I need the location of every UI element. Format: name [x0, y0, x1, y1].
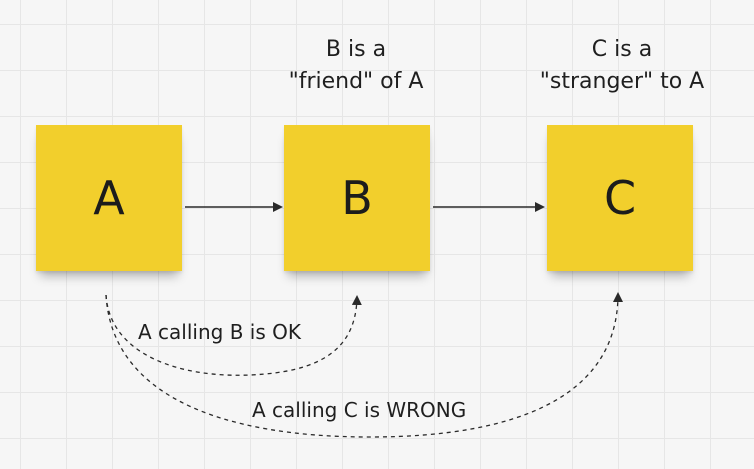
sticky-note-c-label: C [603, 171, 637, 225]
friend-heading-line1: B is a [325, 37, 387, 62]
stranger-heading-line1: C is a [591, 37, 653, 62]
dashed-arc-a-to-c[interactable] [105, 292, 623, 438]
wrong-arc-label: A calling C is WRONG [252, 398, 467, 422]
sticky-note-a-label: A [93, 171, 125, 225]
friend-heading-line2: "friend" of A [288, 69, 424, 94]
sticky-note-b[interactable]: B [284, 125, 430, 271]
friend-heading: B is a "friend" of A [270, 34, 442, 98]
stranger-heading: C is a "stranger" to A [522, 34, 722, 98]
sticky-note-a[interactable]: A [36, 125, 182, 271]
sticky-note-b-label: B [341, 171, 373, 225]
sticky-note-c[interactable]: C [547, 125, 693, 271]
stranger-heading-line2: "stranger" to A [539, 69, 705, 94]
ok-arc-label: A calling B is OK [138, 320, 301, 344]
